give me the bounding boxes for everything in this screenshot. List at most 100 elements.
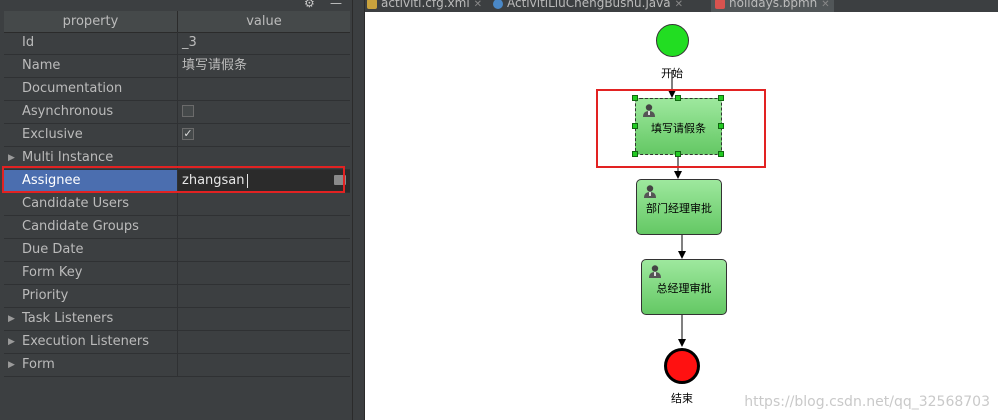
property-name-label: Asynchronous (22, 104, 114, 119)
task-department-manager-approval[interactable]: 部门经理审批 (636, 179, 722, 235)
property-row[interactable]: Assignee zhangsan (4, 170, 350, 193)
property-value-cell[interactable] (178, 193, 350, 215)
editor-tab-bar: activiti.cfg.xml✕ ActivitiLiuChengBushu.… (365, 0, 998, 12)
property-row[interactable]: ▶ Execution Listeners (4, 331, 350, 354)
property-row[interactable]: ▶ Form (4, 354, 350, 377)
property-column-header[interactable]: property (4, 11, 178, 32)
property-value-cell[interactable] (178, 285, 350, 307)
user-task-icon (643, 104, 655, 117)
start-event[interactable] (656, 24, 689, 57)
assignee-input[interactable]: zhangsan (182, 173, 245, 188)
value-column-header[interactable]: value (246, 14, 282, 29)
tab-label: holidays.bpmn (729, 0, 818, 10)
property-name-label: Multi Instance (22, 150, 114, 165)
gear-icon[interactable]: ⚙ (304, 0, 315, 10)
property-name-cell[interactable]: Assignee (4, 170, 178, 192)
property-value-cell[interactable] (178, 101, 350, 123)
checkbox[interactable]: ✓ (182, 127, 194, 140)
close-icon[interactable]: ✕ (473, 0, 483, 10)
resize-handle[interactable] (632, 123, 638, 129)
expand-arrow-icon[interactable]: ▶ (8, 337, 15, 347)
bpmn-file-icon (715, 0, 725, 9)
property-name-cell[interactable]: ▶ Multi Instance (4, 147, 178, 169)
property-name-label: Documentation (22, 81, 123, 96)
resize-handle[interactable] (718, 151, 724, 157)
start-event-label: 开始 (661, 67, 683, 80)
bpmn-diagram-canvas[interactable]: 开始 填写请假条 部门经理审批 总经理审批 结束 https://blog.cs… (365, 12, 998, 420)
property-grid-header: property value (4, 11, 350, 33)
property-row[interactable]: ▶ Multi Instance (4, 147, 350, 170)
minimize-icon[interactable]: — (330, 0, 342, 10)
sequence-flows (668, 70, 686, 347)
property-value-cell[interactable] (178, 354, 350, 376)
user-task-icon (649, 265, 661, 278)
resize-handle[interactable] (632, 151, 638, 157)
tab-activiti-liucheng-bushu[interactable]: ActivitiLiuChengBushu.java✕ (493, 0, 683, 12)
resize-handle[interactable] (718, 123, 724, 129)
end-event[interactable] (664, 348, 700, 384)
close-icon[interactable]: ✕ (674, 0, 683, 10)
property-name-cell[interactable]: ▶ Execution Listeners (4, 331, 178, 353)
property-value-cell[interactable]: zhangsan (178, 170, 350, 192)
property-value-cell[interactable] (178, 262, 350, 284)
property-value-cell[interactable] (178, 147, 350, 169)
property-value-cell[interactable] (178, 239, 350, 261)
resize-handle[interactable] (675, 151, 681, 157)
property-value-cell[interactable] (178, 308, 350, 330)
tab-activiti-cfg[interactable]: activiti.cfg.xml✕ (367, 0, 482, 12)
property-value-cell[interactable] (178, 216, 350, 238)
property-row[interactable]: Candidate Groups (4, 216, 350, 239)
property-name-label: Form Key (22, 265, 83, 280)
property-name-cell[interactable]: Id (4, 32, 178, 54)
property-value-cell[interactable]: _3 (178, 32, 350, 54)
property-row[interactable]: Documentation (4, 78, 350, 101)
property-value-cell[interactable] (178, 331, 350, 353)
property-name-label: Execution Listeners (22, 334, 150, 349)
resize-handle[interactable] (632, 95, 638, 101)
property-row[interactable]: Candidate Users (4, 193, 350, 216)
expand-arrow-icon[interactable]: ▶ (8, 153, 15, 163)
task-fill-leave-form[interactable]: 填写请假条 (635, 98, 722, 155)
property-value-cell[interactable]: ✓ (178, 124, 350, 146)
resize-handle[interactable] (675, 95, 681, 101)
expand-arrow-icon[interactable]: ▶ (8, 360, 15, 370)
property-name-label: Exclusive (22, 127, 83, 142)
property-name-cell[interactable]: Documentation (4, 78, 178, 100)
property-name-label: Candidate Users (22, 196, 129, 211)
property-name-cell[interactable]: Candidate Groups (4, 216, 178, 238)
close-icon[interactable]: ✕ (821, 0, 830, 10)
property-row[interactable]: Due Date (4, 239, 350, 262)
property-row[interactable]: Asynchronous (4, 101, 350, 124)
property-row[interactable]: ▶ Task Listeners (4, 308, 350, 331)
property-row[interactable]: Priority (4, 285, 350, 308)
property-name-cell[interactable]: Due Date (4, 239, 178, 261)
expand-arrow-icon[interactable]: ▶ (8, 314, 15, 324)
watermark: https://blog.csdn.net/qq_32568703 (744, 394, 990, 410)
property-row[interactable]: Form Key (4, 262, 350, 285)
property-row[interactable]: Exclusive ✓ (4, 124, 350, 147)
property-value-cell[interactable] (178, 78, 350, 100)
property-name-cell[interactable]: Priority (4, 285, 178, 307)
property-value-cell[interactable]: 填写请假条 (178, 55, 350, 77)
tab-holidays-bpmn[interactable]: holidays.bpmn✕ (711, 0, 834, 12)
panel-splitter[interactable] (352, 0, 365, 420)
property-name-cell[interactable]: Asynchronous (4, 101, 178, 123)
checkbox[interactable] (182, 105, 194, 117)
property-name-cell[interactable]: Exclusive (4, 124, 178, 146)
resize-handle[interactable] (718, 95, 724, 101)
task-general-manager-approval[interactable]: 总经理审批 (641, 259, 727, 315)
property-row[interactable]: Id _3 (4, 32, 350, 55)
property-name-cell[interactable]: Candidate Users (4, 193, 178, 215)
property-name-label: Task Listeners (22, 311, 114, 326)
property-name-label: Form (22, 357, 55, 372)
property-name-cell[interactable]: ▶ Form (4, 354, 178, 376)
property-name-cell[interactable]: Name (4, 55, 178, 77)
property-name-label: Id (22, 35, 35, 50)
folder-icon[interactable] (334, 175, 346, 185)
property-name-cell[interactable]: ▶ Task Listeners (4, 308, 178, 330)
tab-label: activiti.cfg.xml (381, 0, 470, 10)
property-name-label: Due Date (22, 242, 84, 257)
property-name-cell[interactable]: Form Key (4, 262, 178, 284)
